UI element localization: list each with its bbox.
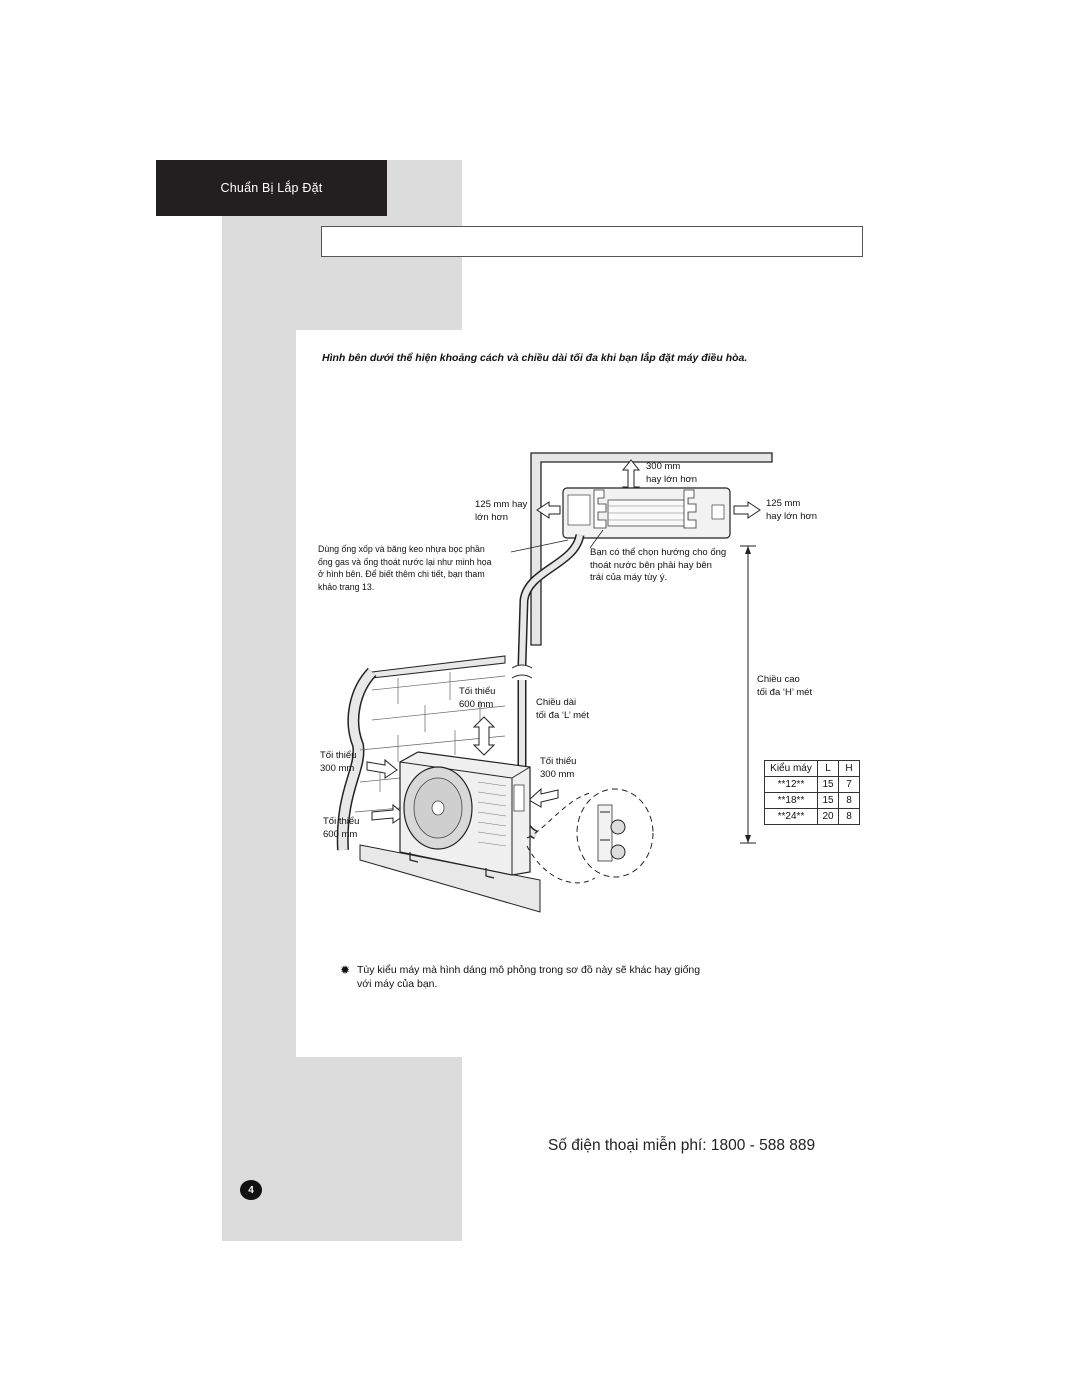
drain-note-line3: trái của máy tùy ý. <box>590 572 668 583</box>
left-clearance-line1: 125 mm hay <box>475 499 528 510</box>
table-header-row: Kiểu máy L H <box>764 760 860 777</box>
section-tab-label: Chuẩn Bị Lắp Đặt <box>220 181 323 195</box>
table-cell: 20 <box>817 808 839 825</box>
insulation-note-line4: khảo trang 13. <box>318 581 375 592</box>
model-spec-table: Kiểu máy L H **12** 15 7 **18** 15 8 **2… <box>764 760 860 825</box>
table-row: **24** 20 8 <box>764 808 860 825</box>
right-clearance-arrow <box>733 501 761 519</box>
max-length-line2: tối đa ‘L’ mét <box>536 709 589 721</box>
max-height-line2: tối đa ‘H’ mét <box>757 686 813 698</box>
outdoor-top-line1: Tối thiểu <box>459 686 496 697</box>
left-clearance-line2: lớn hơn <box>475 511 509 523</box>
table-cell: 8 <box>838 792 860 809</box>
right-clearance-line2: hay lớn hơn <box>766 510 818 522</box>
insulation-note-line1: Dùng ống xốp và băng keo nhựa bọc phần <box>318 544 485 554</box>
outdoor-left-line2: 300 mm <box>320 762 355 774</box>
table-cell: **12** <box>764 776 818 793</box>
outdoor-top-arrow <box>472 716 496 756</box>
outdoor-front-arrow <box>371 803 406 824</box>
table-row: **12** 15 7 <box>764 776 860 793</box>
table-cell: 8 <box>838 808 860 825</box>
max-height-label: Chiều cao tối đa ‘H’ mét <box>757 674 812 699</box>
star-burst-icon: ✹ <box>340 963 351 977</box>
outdoor-left-clearance-label: Tối thiểu 300 mm <box>320 750 356 775</box>
outdoor-front-line2: 600 mm <box>323 828 358 840</box>
outdoor-right-line1: Tối thiểu <box>540 756 577 767</box>
max-length-line1: Chiều dài <box>536 697 577 708</box>
intro-text: Hình bên dưới thể hiện khoảng cách và ch… <box>322 352 748 364</box>
top-clearance-line2: hay lớn hơn <box>646 473 698 485</box>
outdoor-unit <box>399 751 531 879</box>
table-cell: 15 <box>817 792 839 809</box>
outdoor-top-line2: 600 mm <box>459 698 494 710</box>
section-tab: Chuẩn Bị Lắp Đặt <box>156 160 387 216</box>
table-header-cell: L <box>817 760 839 777</box>
outdoor-right-arrow <box>528 787 559 808</box>
insulation-note-line2: ống gas và ống thoát nước lại như minh h… <box>318 556 492 567</box>
table-row: **18** 15 8 <box>764 792 860 809</box>
outdoor-left-line1: Tối thiểu <box>320 750 357 761</box>
insulation-note-line3: ở hình bên. Để biết thêm chi tiết, bạn t… <box>318 569 485 579</box>
indoor-unit <box>562 487 731 539</box>
height-dimension <box>740 545 756 844</box>
model-variation-note: ✹ Tùy kiểu máy mà hình dáng mô phỏng tro… <box>340 963 770 991</box>
drain-note-line1: Bạn có thể chọn hướng cho ống <box>590 547 727 558</box>
outdoor-right-line2: 300 mm <box>540 768 575 780</box>
top-clearance-line1: 300 mm <box>646 461 681 472</box>
insulation-note: Dùng ống xốp và băng keo nhựa bọc phần ố… <box>318 543 492 593</box>
note-line2: với máy của bạn. <box>357 978 438 990</box>
table-cell: 15 <box>817 776 839 793</box>
outdoor-front-line1: Tối thiểu <box>323 816 360 827</box>
table-cell: 7 <box>838 776 860 793</box>
drain-direction-note: Bạn có thể chọn hướng cho ống thoát nước… <box>590 547 726 585</box>
drain-note-line2: thoát nước bên phải hay bên <box>590 559 712 571</box>
left-clearance-label: 125 mm hay lớn hơn <box>475 499 527 524</box>
wall-ceiling <box>530 452 773 646</box>
table-cell: **24** <box>764 808 818 825</box>
outdoor-right-clearance-label: Tối thiểu 300 mm <box>540 756 576 781</box>
outdoor-front-clearance-label: Tối thiểu 600 mm <box>323 816 359 841</box>
table-header-cell: H <box>838 760 860 777</box>
content-panel <box>296 330 1080 1057</box>
table-header-cell: Kiểu máy <box>764 760 818 777</box>
table-cell: **18** <box>764 792 818 809</box>
toll-free-phone: Số điện thoại miễn phí: 1800 - 588 889 <box>548 1137 816 1154</box>
right-clearance-label: 125 mm hay lớn hơn <box>766 498 817 523</box>
left-clearance-arrow <box>536 501 561 519</box>
outdoor-top-clearance-label: Tối thiểu 600 mm <box>459 686 495 711</box>
top-clearance-label: 300 mm hay lớn hơn <box>646 461 697 486</box>
max-height-line1: Chiều cao <box>757 674 800 685</box>
note-line1: Tùy kiểu máy mà hình dáng mô phỏng trong… <box>357 964 701 976</box>
right-clearance-line1: 125 mm <box>766 498 801 509</box>
valve-detail <box>526 788 654 884</box>
page-number: 4 <box>240 1180 262 1200</box>
max-length-label: Chiều dài tối đa ‘L’ mét <box>536 697 589 722</box>
title-box <box>321 226 863 257</box>
outdoor-wall <box>336 655 541 913</box>
outdoor-left-arrow <box>366 758 398 779</box>
